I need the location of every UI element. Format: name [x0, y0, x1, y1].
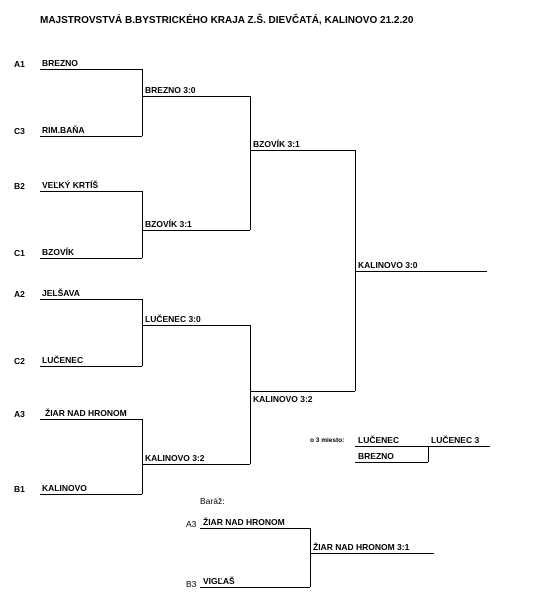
- seed-label: C1: [14, 248, 25, 258]
- team-name: BREZNO: [42, 58, 78, 68]
- match-result: LUČENEC 3:0: [145, 314, 201, 324]
- bracket-line: [142, 230, 250, 231]
- team-name: ŽIAR NAD HRONOM: [45, 408, 127, 418]
- bracket-line: [310, 553, 434, 554]
- page-title: MAJSTROVSTVÁ B.BYSTRICKÉHO KRAJA Z.Š. DI…: [40, 15, 414, 26]
- bracket-line: [200, 528, 310, 529]
- team-name: LUČENEC: [42, 355, 84, 365]
- seed-label: A1: [14, 59, 25, 69]
- seed-label: A3: [186, 519, 197, 529]
- bracket-line: [40, 136, 142, 137]
- seed-label: A3: [14, 409, 25, 419]
- playoff-result: ŽIAR NAD HRONOM 3:1: [313, 542, 410, 552]
- team-name: VIGĽAŠ: [203, 576, 235, 586]
- bracket-line: [200, 587, 310, 588]
- playoff-label: Baráž:: [200, 496, 225, 506]
- team-name: BREZNO: [358, 451, 394, 461]
- bracket-line: [142, 325, 250, 326]
- bracket-line: [142, 191, 143, 258]
- match-result: BZOVÍK 3:1: [253, 139, 300, 149]
- seed-label: A2: [14, 289, 25, 299]
- third-place-result: LUČENEC 3: [431, 435, 480, 445]
- bracket-line: [40, 494, 142, 495]
- match-result: KALINOVO 3:2: [253, 394, 313, 404]
- bracket-line: [142, 299, 143, 366]
- bracket-line: [142, 96, 250, 97]
- bracket-line: [40, 191, 142, 192]
- match-result: BREZNO 3:0: [145, 85, 196, 95]
- bracket-line: [40, 69, 142, 70]
- seed-label: C2: [14, 356, 25, 366]
- bracket-line: [40, 258, 142, 259]
- bracket-line: [250, 96, 251, 230]
- team-name: BZOVÍK: [42, 247, 75, 257]
- bracket-line: [250, 150, 355, 151]
- team-name: JELŠAVA: [42, 288, 80, 298]
- bracket-line: [310, 528, 311, 587]
- team-name: KALINOVO: [42, 483, 87, 493]
- bracket-line: [428, 446, 490, 447]
- seed-label: B2: [14, 181, 25, 191]
- bracket-line: [355, 462, 428, 463]
- team-name: ŽIAR NAD HRONOM: [203, 517, 285, 527]
- bracket-line: [142, 419, 143, 494]
- bracket-line: [355, 446, 428, 447]
- bracket-line: [142, 69, 143, 136]
- bracket-line: [40, 366, 142, 367]
- team-name: LUČENEC: [358, 435, 400, 445]
- match-result: BZOVÍK 3:1: [145, 219, 192, 229]
- final-result: KALINOVO 3:0: [358, 260, 418, 270]
- bracket-line: [428, 446, 429, 462]
- bracket-line: [142, 464, 250, 465]
- bracket-line: [40, 419, 142, 420]
- seed-label: C3: [14, 126, 25, 136]
- seed-label: B1: [14, 484, 25, 494]
- bracket-line: [355, 271, 487, 272]
- third-place-label: o 3 miesto:: [310, 437, 345, 444]
- bracket-line: [250, 325, 251, 464]
- team-name: RIM.BAŇA: [42, 125, 85, 135]
- bracket-line: [355, 150, 356, 391]
- match-result: KALINOVO 3:2: [145, 453, 205, 463]
- team-name: VEĽKÝ KRTÍŠ: [42, 180, 99, 190]
- bracket-line: [40, 299, 142, 300]
- bracket-line: [250, 391, 355, 392]
- seed-label: B3: [186, 579, 197, 589]
